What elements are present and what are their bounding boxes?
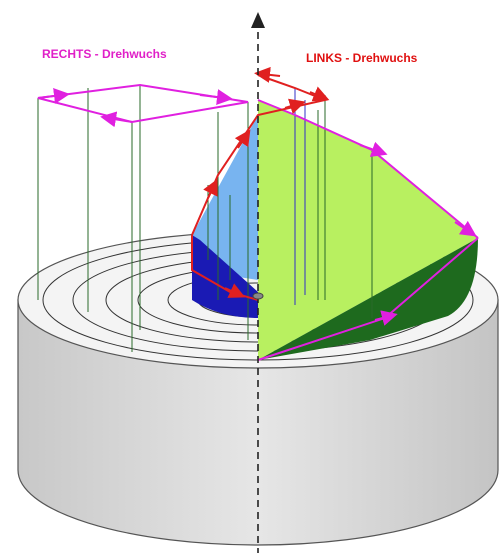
right-twist-label: RECHTS - Drehwuchs (42, 47, 167, 61)
axis-pin (252, 292, 264, 300)
right-twist-outer-path (257, 99, 479, 239)
right-twist-arrow (100, 111, 133, 128)
axis-arrowhead (251, 12, 265, 28)
left-twist-spiral (191, 66, 330, 301)
right-twist-top-rhombus (37, 83, 249, 124)
right-twist-arrow (454, 220, 477, 237)
left-twist-arrow (254, 66, 281, 83)
left-twist-label: LINKS - Drehwuchs (306, 51, 418, 65)
left-twist-arrow (203, 178, 218, 199)
right-twist-arrow (199, 89, 233, 105)
right-twist-arrow (359, 141, 388, 157)
left-twist-arrow (309, 86, 330, 102)
left-twist-arrow (284, 98, 306, 114)
right-twist-spiral (37, 83, 479, 326)
left-twist-arrow (234, 129, 251, 149)
left-twist-arrow (224, 283, 246, 298)
central-axis (251, 12, 265, 553)
right-twist-arrow (37, 88, 70, 104)
right-twist-arrow (374, 310, 398, 326)
projection-lines-blue (294, 88, 306, 305)
left-twist-surface (258, 100, 478, 360)
left-twist-outer-face (258, 238, 478, 360)
